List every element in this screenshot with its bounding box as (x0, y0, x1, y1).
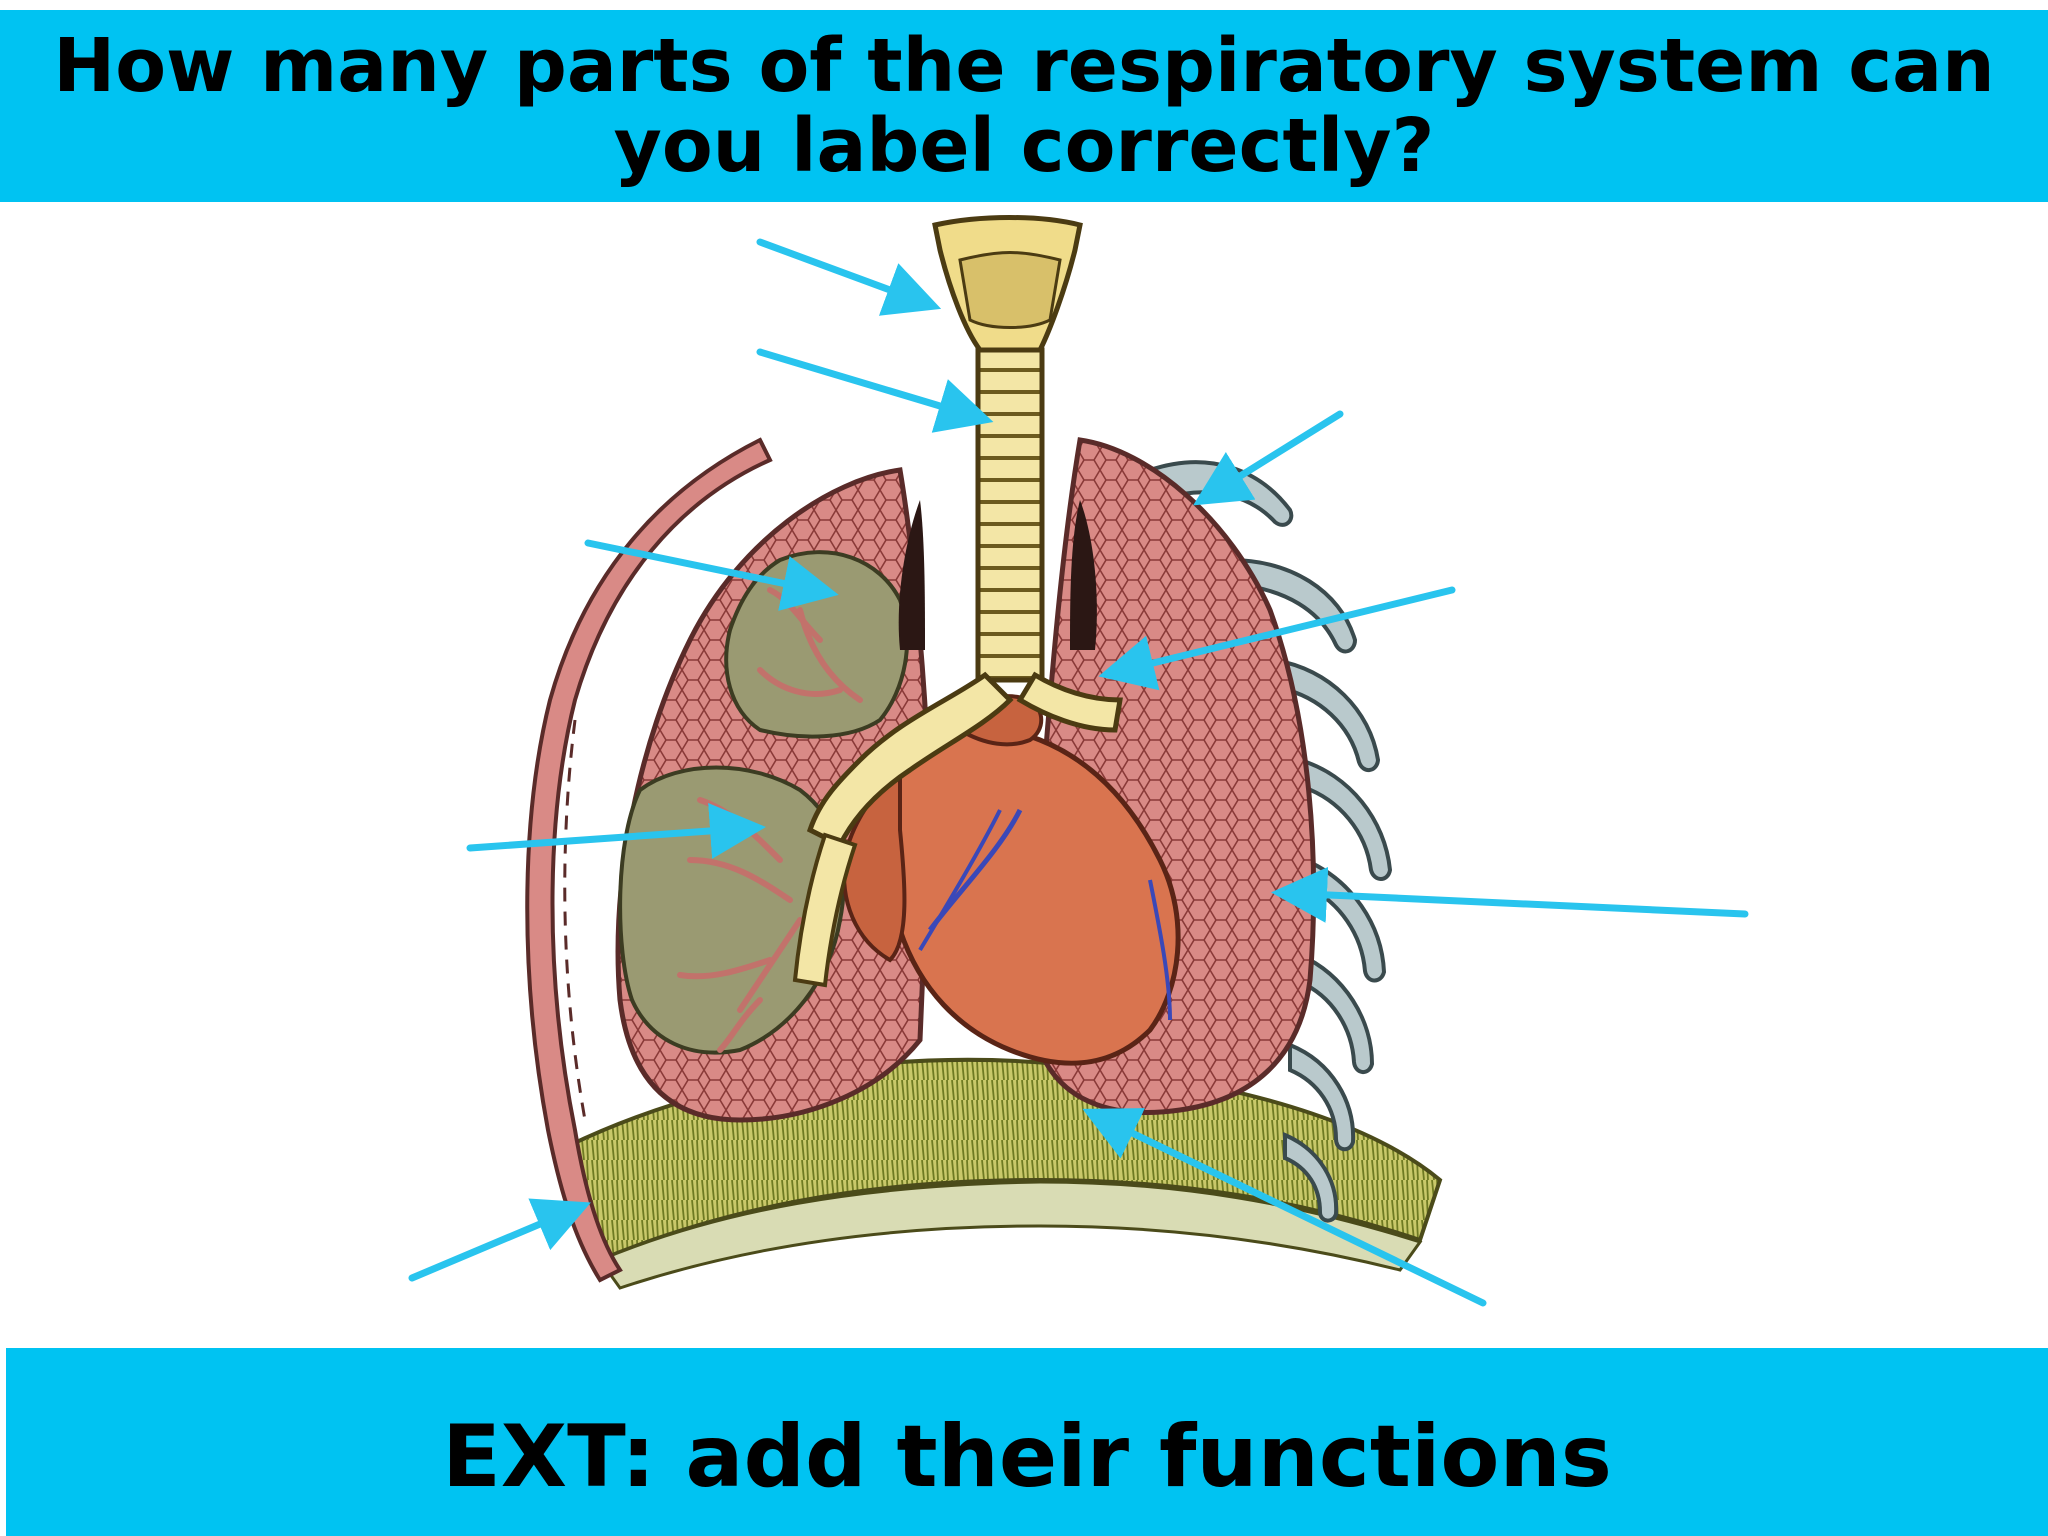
arrow-larynx (756, 238, 942, 316)
pleura (525, 437, 773, 1283)
arrow-ribs (1193, 410, 1344, 506)
airway (792, 215, 1123, 988)
extension-task: EXT: add their functions (442, 1407, 1612, 1507)
arrow-bronchus (584, 539, 839, 611)
label-arrows (408, 238, 1749, 1307)
arrow-trachea (756, 348, 994, 433)
diaphragm (557, 1058, 1443, 1290)
arrow-alveoli (1271, 866, 1749, 923)
title-banner: How many parts of the respiratory system… (0, 10, 2048, 202)
arrow-diaphragm (1082, 1108, 1487, 1307)
arrow-bronchiole (466, 803, 766, 859)
left-lung-image-left (615, 467, 933, 1123)
footer-banner: EXT: add their functions (6, 1348, 2048, 1536)
page-title: How many parts of the respiratory system… (53, 23, 1995, 189)
right-lung-image-right (1037, 437, 1317, 1115)
arrow-lung-tissue (1098, 586, 1456, 691)
bronchial-tree (677, 587, 863, 1053)
ribs (1147, 460, 1393, 1223)
arrow-pleura (408, 1198, 591, 1282)
heart (842, 694, 1181, 1066)
